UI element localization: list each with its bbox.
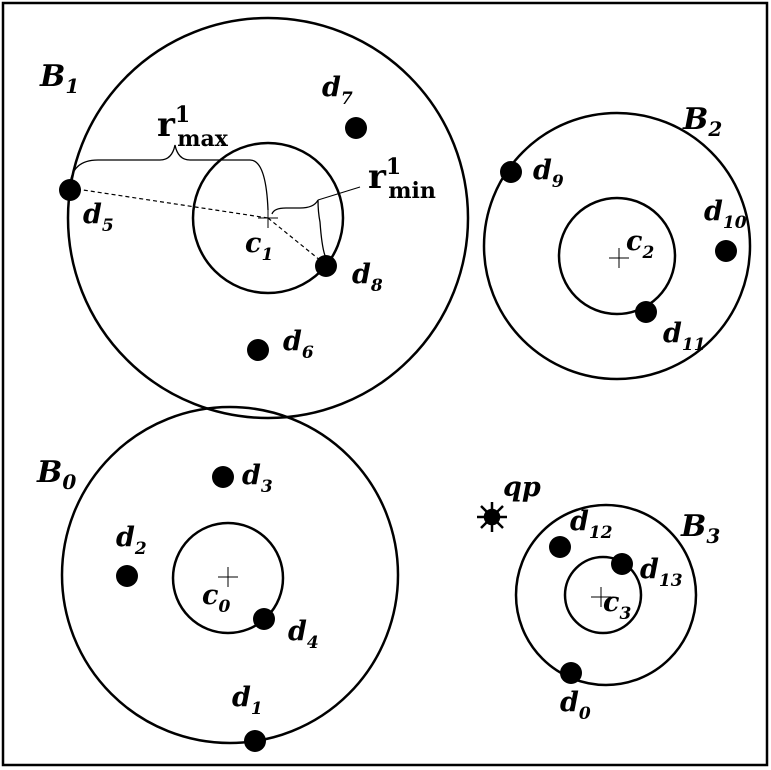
- point-d4: [253, 608, 275, 630]
- r-max-radius-line: [69, 187, 269, 219]
- r-max-brace: [69, 144, 269, 211]
- ball-b2-outer-circle: [482, 111, 752, 381]
- query-point-label: qp: [503, 472, 541, 503]
- query-point-star-icon: [477, 502, 507, 532]
- r-min-brace: [271, 199, 327, 259]
- point-d4-label: d4: [288, 616, 319, 653]
- point-d1-label: d1: [232, 682, 263, 719]
- ball-b3-label: B3: [680, 509, 720, 548]
- center-c0-label: c0: [202, 580, 230, 617]
- ball-b0-label: B0: [36, 455, 76, 494]
- center-c1-label: c1: [245, 228, 273, 265]
- center-c2-label: c2: [626, 226, 654, 263]
- point-d2: [116, 565, 138, 587]
- ball-b3-outer-circle: [514, 503, 698, 687]
- ball-b0-inner-circle: [171, 521, 285, 635]
- query-point: qp: [477, 472, 541, 532]
- point-d1: [244, 730, 266, 752]
- point-d6-label: d6: [283, 326, 314, 363]
- point-d2-label: d2: [116, 522, 147, 559]
- center-c3-label: c3: [603, 587, 631, 624]
- ball-b1-inner-circle: [191, 141, 345, 295]
- point-d0-label: d0: [560, 687, 591, 724]
- point-d7-label: d7: [322, 72, 353, 109]
- r-min-radius-line: [267, 217, 327, 266]
- point-d10-label: d10: [704, 196, 747, 233]
- point-d3-label: d3: [242, 460, 273, 497]
- point-d11: [635, 301, 657, 323]
- point-d3: [212, 466, 234, 488]
- center-c2-marker: [609, 248, 629, 268]
- point-d5-label: d5: [83, 199, 114, 236]
- point-d8: [315, 255, 337, 277]
- center-c3-marker: [591, 587, 611, 607]
- point-d5: [59, 179, 81, 201]
- point-d0: [560, 662, 582, 684]
- ball-b1-outer-circle: [66, 16, 470, 420]
- ball-b0-outer-circle: [60, 405, 400, 745]
- ball-b3-inner-circle: [563, 555, 643, 635]
- data-points: [59, 117, 737, 752]
- point-d8-label: d8: [352, 259, 383, 296]
- ball-b3: B3 c3: [514, 503, 720, 687]
- point-d6: [247, 339, 269, 361]
- point-d9: [500, 161, 522, 183]
- ball-b2-label: B2: [682, 102, 722, 141]
- point-d13-label: d13: [640, 554, 683, 591]
- point-d11-label: d11: [663, 318, 706, 355]
- data-point-labels: d0 d1 d2 d3 d4 d5 d6 d7 d8 d9 d10 d11 d1…: [83, 72, 747, 724]
- r-min-leader-line: [317, 186, 361, 201]
- point-d12-label: d12: [570, 506, 613, 543]
- ball-b2-inner-circle: [557, 196, 677, 316]
- ball-b0: B0 c0: [36, 405, 400, 745]
- point-d12: [549, 536, 571, 558]
- ball-b2: B2 c2: [482, 102, 752, 381]
- point-d13: [611, 553, 633, 575]
- ball-b1-label: B1: [39, 59, 79, 98]
- point-d7: [345, 117, 367, 139]
- center-c0-marker: [218, 567, 238, 587]
- point-d9-label: d9: [533, 155, 564, 192]
- point-d10: [715, 240, 737, 262]
